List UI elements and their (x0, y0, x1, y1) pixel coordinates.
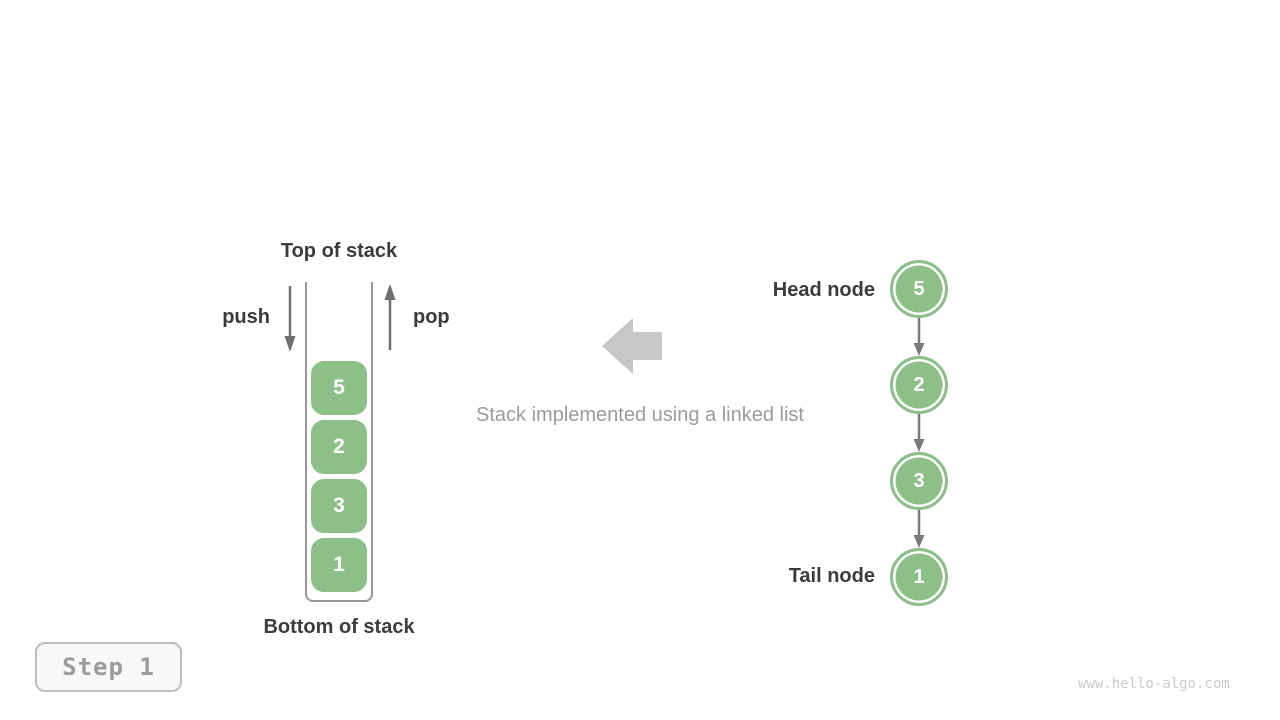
link-arrow-icon (913, 510, 925, 548)
push-label: push (222, 306, 270, 328)
pop-label: pop (413, 306, 450, 328)
pop-arrow-icon (384, 284, 396, 350)
stack-item: 3 (311, 479, 367, 533)
push-arrow-icon (284, 286, 296, 352)
block-arrow-left-icon (602, 318, 662, 374)
diagram-caption: Stack implemented using a linked list (476, 404, 804, 426)
link-arrow-icon (913, 414, 925, 452)
top-of-stack-label: Top of stack (280, 240, 398, 262)
list-node: 1 (890, 548, 948, 606)
list-node: 5 (890, 260, 948, 318)
list-node: 3 (890, 452, 948, 510)
tail-node-label: Tail node (788, 565, 875, 587)
link-arrow-icon (913, 318, 925, 356)
stack-item: 2 (311, 420, 367, 474)
stack-item: 1 (311, 538, 367, 592)
step-badge: Step 1 (35, 642, 182, 692)
head-node-label: Head node (772, 279, 875, 301)
stack-item: 5 (311, 361, 367, 415)
list-node: 2 (890, 356, 948, 414)
bottom-of-stack-label: Bottom of stack (263, 616, 415, 638)
watermark: www.hello-algo.com (1078, 676, 1230, 692)
